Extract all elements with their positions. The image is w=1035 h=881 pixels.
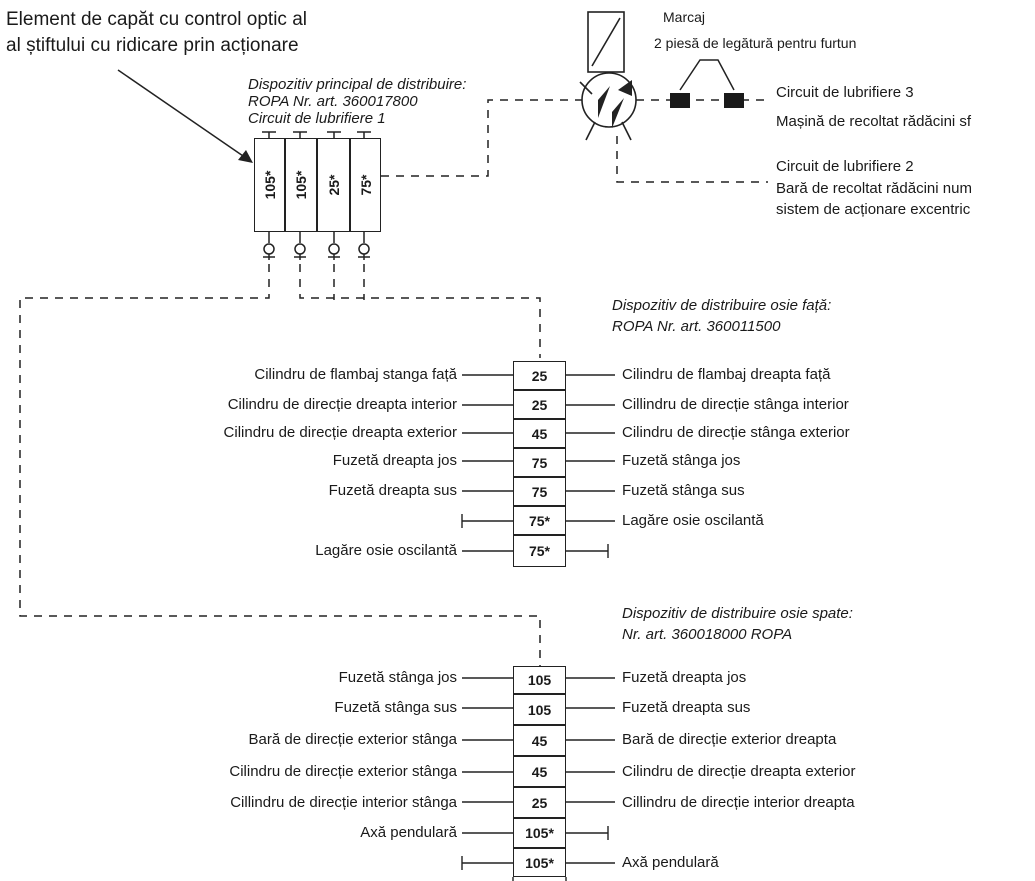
- rear-left-label: Fuzetă stânga jos: [338, 669, 457, 686]
- main-distributor-cell: 75*: [350, 138, 381, 232]
- main-distributor-cell: 105*: [285, 138, 317, 232]
- cell-value: 75*: [357, 174, 374, 196]
- front-axle-title: Dispozitiv de distribuire osie față:: [612, 297, 832, 314]
- cell-value: 105*: [261, 170, 278, 200]
- reservoir-box: [587, 11, 625, 73]
- front-axle-part-number: ROPA Nr. art. 360011500: [612, 318, 781, 335]
- circuit-2-desc-1: Bară de recoltat rădăcini num: [776, 180, 972, 197]
- rear-left-label: Cillindru de direcție interior stânga: [230, 794, 457, 811]
- rear-right-label: Cillindru de direcție interior dreapta: [622, 794, 855, 811]
- rear-left-label: Cilindru de direcție exterior stânga: [229, 763, 457, 780]
- rear-axle-cell: 105: [513, 666, 566, 694]
- front-left-label: Lagăre osie oscilantă: [315, 542, 457, 559]
- rear-right-label: Axă pendulară: [622, 854, 719, 871]
- front-right-label: Cilindru de direcție stânga exterior: [622, 424, 850, 441]
- rear-axle-cell: 105*: [513, 848, 566, 877]
- front-axle-cell: 75*: [513, 506, 566, 535]
- main-distributor-circuit: Circuit de lubrifiere 1: [248, 110, 386, 127]
- front-right-label: Cillindru de direcție stânga interior: [622, 396, 849, 413]
- main-distributor-outlets: [263, 232, 370, 260]
- cell-value: 25*: [325, 174, 342, 196]
- main-distributor-caps: [262, 131, 371, 138]
- annotation-line-2: al știftului cu ridicare prin acționare: [6, 35, 299, 56]
- front-right-label: Fuzetă stânga jos: [622, 452, 741, 469]
- front-axle-cell: 75: [513, 477, 566, 506]
- front-left-label: Fuzetă dreapta jos: [332, 452, 457, 469]
- dashed-lines: [19, 99, 768, 666]
- front-right-label: Lagăre osie oscilantă: [622, 512, 764, 529]
- front-axle-cell: 75: [513, 448, 566, 477]
- rear-axle-title: Dispozitiv de distribuire osie spate:: [622, 605, 853, 622]
- rear-right-label: Cilindru de direcție dreapta exterior: [622, 763, 856, 780]
- marcaj-label: Marcaj: [663, 9, 706, 25]
- front-axle-cell: 25: [513, 390, 566, 419]
- rear-axle-cell: 25: [513, 787, 566, 818]
- rear-right-label: Bară de direcție exterior dreapta: [622, 731, 837, 748]
- annotation-line-1: Element de capăt cu control optic al: [6, 9, 308, 30]
- main-distributor-part-number: ROPA Nr. art. 360017800: [248, 93, 418, 110]
- rear-right-label: Fuzetă dreapta jos: [622, 669, 747, 686]
- rear-left-label: Bară de direcție exterior stânga: [248, 731, 457, 748]
- cell-value: 105*: [293, 170, 309, 200]
- rear-left-label: Axă pendulară: [360, 824, 457, 841]
- front-axle-cell: 75*: [513, 535, 566, 567]
- main-distributor-title: Dispozitiv principal de distribuire:: [248, 76, 467, 93]
- hose-fittings: [670, 59, 744, 108]
- rear-axle-part-number: Nr. art. 360018000 ROPA: [622, 626, 793, 643]
- rear-axle-cell: 45: [513, 756, 566, 787]
- front-left-label: Cilindru de direcție dreapta interior: [227, 396, 457, 413]
- circuit-3-desc: Mașină de recoltat rădăcini sf: [776, 113, 972, 130]
- annotation-arrowhead: [238, 150, 253, 163]
- front-axle-cell: 45: [513, 419, 566, 448]
- main-distributor-cell: 105*: [254, 138, 285, 232]
- rear-axle-cell: 45: [513, 725, 566, 756]
- circuit-2-title: Circuit de lubrifiere 2: [776, 158, 914, 175]
- rear-right-label: Fuzetă dreapta sus: [622, 699, 751, 716]
- pump-circle: [581, 72, 637, 128]
- annotation-arrow: [117, 69, 247, 159]
- front-left-label: Cilindru de direcție dreapta exterior: [223, 424, 457, 441]
- rear-left-label: Fuzetă stânga sus: [334, 699, 457, 716]
- circuit-3-title: Circuit de lubrifiere 3: [776, 84, 914, 101]
- front-axle-connectors: [461, 374, 615, 558]
- front-right-label: Cilindru de flambaj dreapta față: [622, 366, 831, 383]
- rear-axle-cell: 105: [513, 694, 566, 725]
- rear-axle-connectors: [461, 677, 615, 881]
- hose-fittings-label: 2 piesă de legătură pentru furtun: [654, 35, 857, 51]
- main-distributor-cell: 25*: [317, 138, 350, 232]
- front-left-label: Cilindru de flambaj stanga față: [254, 366, 457, 383]
- pump-symbol: [579, 11, 637, 141]
- rear-axle-cell: 105*: [513, 818, 566, 848]
- circuit-2-desc-2: sistem de acționare excentric: [776, 201, 971, 218]
- front-axle-cell: 25: [513, 361, 566, 390]
- front-right-label: Fuzetă stânga sus: [622, 482, 745, 499]
- front-left-label: Fuzetă dreapta sus: [328, 482, 457, 499]
